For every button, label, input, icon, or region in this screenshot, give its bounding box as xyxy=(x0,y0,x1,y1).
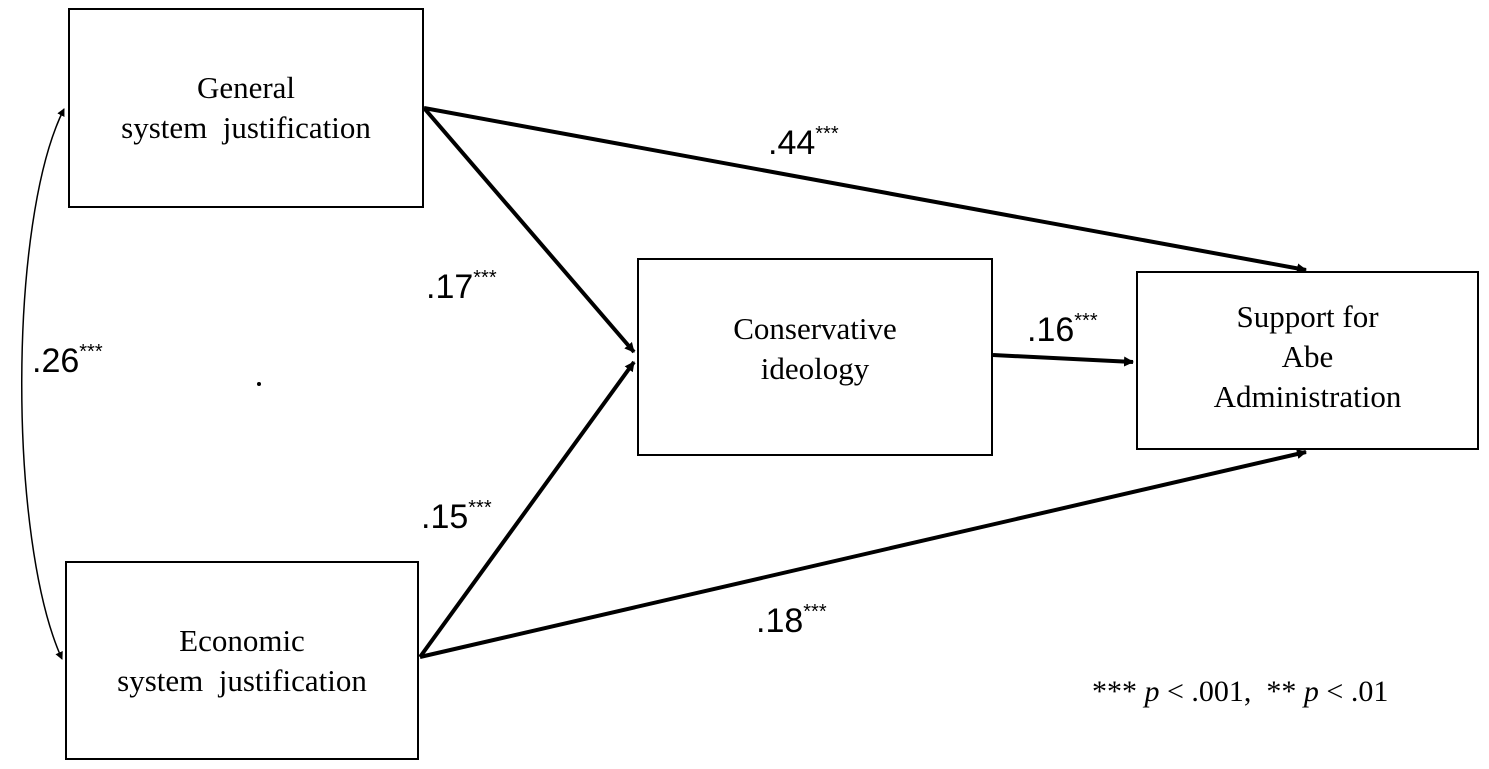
box-label-line: Support for xyxy=(1236,298,1379,334)
coefficient-value: .44 xyxy=(768,124,816,162)
arrow-general-to-support xyxy=(423,106,1307,274)
conservative-ideology-box: Conservative ideology xyxy=(637,258,993,456)
coefficient-correlation: .26*** xyxy=(32,341,103,380)
significance-stars: *** xyxy=(79,341,103,363)
coefficient-general-to-support: .44*** xyxy=(768,123,839,162)
arrow-general-to-conservative xyxy=(422,106,636,354)
coefficient-value: .18 xyxy=(756,602,804,640)
coefficient-value: .26 xyxy=(32,342,80,380)
coefficient-value: .15 xyxy=(421,498,469,536)
box-label-line: system justification xyxy=(121,110,371,145)
arrow-economic-to-support xyxy=(419,449,1307,659)
legend-threshold: < .001, xyxy=(1159,675,1267,708)
significance-stars: *** xyxy=(473,267,497,289)
significance-legend: *** p < .001, ** p < .01 xyxy=(1092,675,1388,709)
correlation-curve xyxy=(21,108,65,660)
arrow-conservative-to-support xyxy=(992,353,1134,367)
significance-stars: *** xyxy=(1074,310,1098,332)
significance-stars: *** xyxy=(815,123,839,145)
box-label-line: General xyxy=(196,70,296,105)
box-label-line: ideology xyxy=(760,351,870,386)
arrow-economic-to-conservative xyxy=(418,360,636,659)
significance-stars: *** xyxy=(803,601,827,623)
coefficient-conservative-to-support: .16*** xyxy=(1027,310,1098,349)
legend-p: p xyxy=(1303,675,1319,708)
general-system-justification-box: General system justification xyxy=(68,8,424,208)
support-for-abe-administration-box: Support for Abe Administration xyxy=(1136,271,1479,450)
box-label-line: Conservative xyxy=(733,311,897,346)
box-label-line: Abe xyxy=(1281,338,1334,374)
stray-dot xyxy=(257,382,261,386)
significance-stars: *** xyxy=(468,497,492,519)
legend-threshold: < .01 xyxy=(1318,675,1389,708)
box-label-line: system justification xyxy=(117,662,367,698)
economic-system-justification-box: Economic system justification xyxy=(65,561,419,760)
coefficient-economic-to-conservative: .15*** xyxy=(421,497,492,536)
coefficient-general-to-conservative: .17*** xyxy=(426,267,497,306)
legend-p: p xyxy=(1144,675,1160,708)
box-label-line: Economic xyxy=(179,622,305,658)
legend-stars: *** xyxy=(1092,675,1137,708)
coefficient-value: .16 xyxy=(1027,311,1075,349)
box-label-line: Administration xyxy=(1213,378,1402,414)
coefficient-economic-to-support: .18*** xyxy=(756,601,827,640)
legend-stars: ** xyxy=(1266,675,1297,708)
coefficient-value: .17 xyxy=(426,268,474,306)
